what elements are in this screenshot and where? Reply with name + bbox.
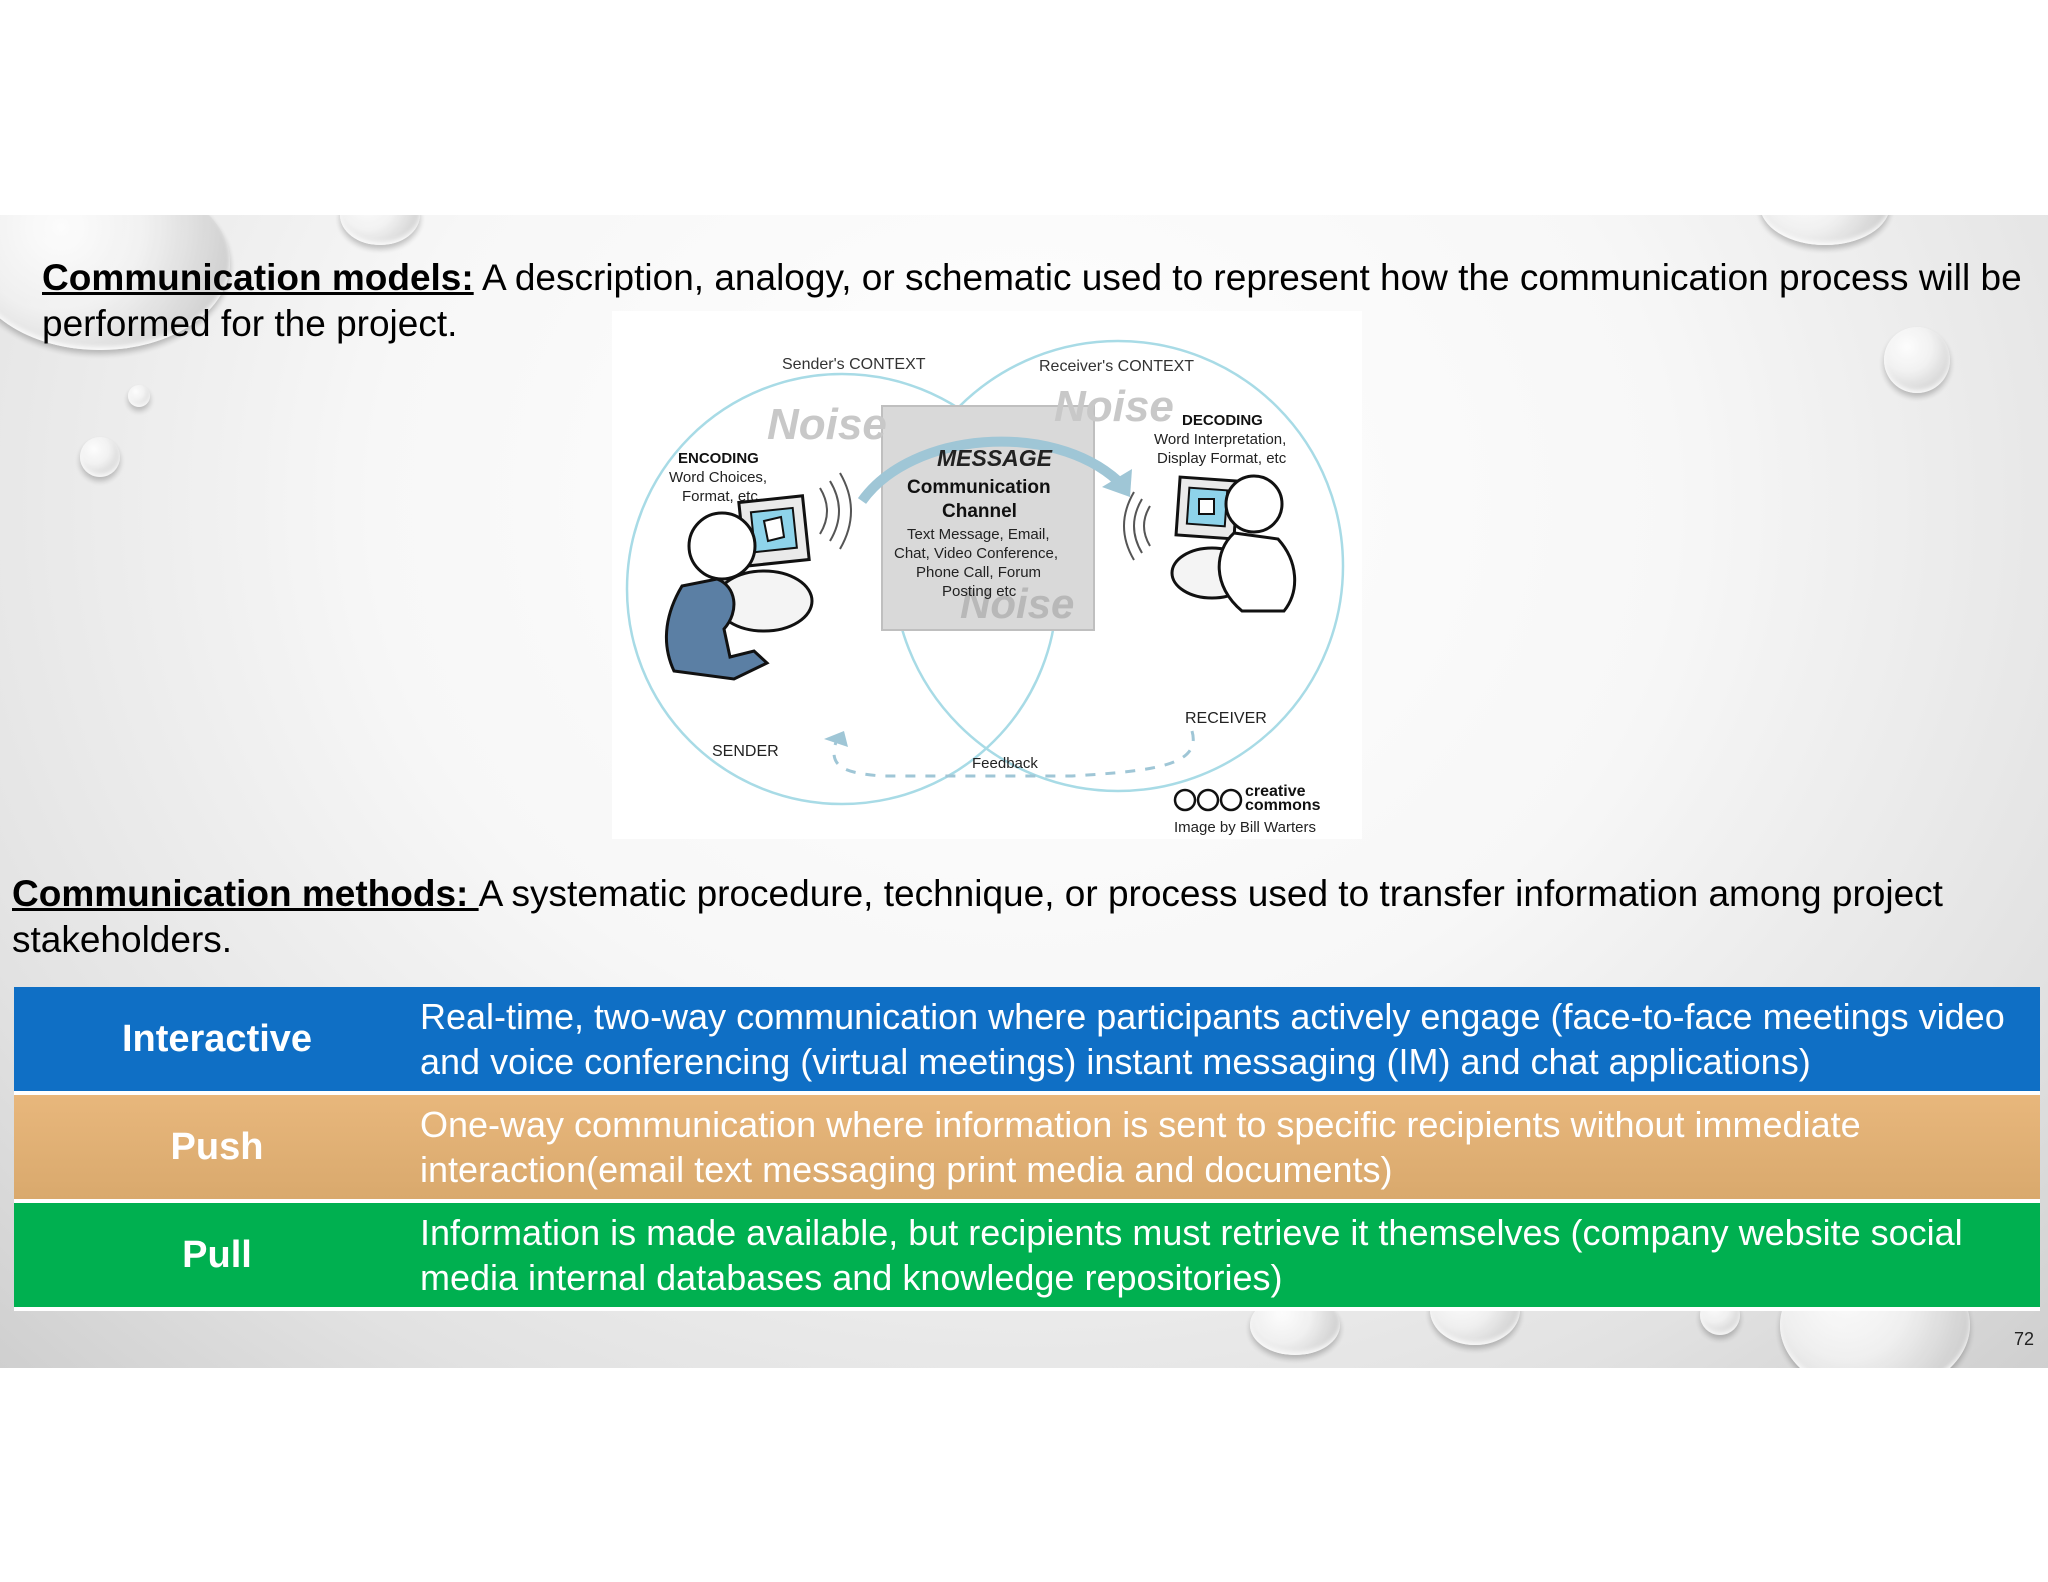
signal-wave: [829, 480, 840, 542]
water-droplet: [1760, 215, 1890, 245]
message-arrow: [857, 436, 1122, 504]
communication-models-paragraph: Communication models: A description, ana…: [42, 255, 2022, 347]
receiver-label: RECEIVER: [1185, 710, 1267, 727]
communication-models-term: Communication models:: [42, 257, 474, 298]
noise-label: Noise: [1054, 382, 1174, 431]
communication-model-diagram: Sender's CONTEXT Receiver's CONTEXT Nois…: [612, 311, 1362, 839]
feedback-label: Feedback: [972, 755, 1038, 772]
page-number: 72: [2013, 1329, 2034, 1349]
signal-wave: [1123, 491, 1135, 561]
slide: Communication models: A description, ana…: [0, 215, 2048, 1368]
water-droplet: [340, 215, 420, 245]
method-label: Pull: [182, 1233, 252, 1276]
method-row-pull: Pull Information is made available, but …: [14, 1203, 2040, 1311]
noise-label: Noise: [960, 580, 1074, 627]
method-label: Push: [170, 1125, 264, 1168]
sender-label: SENDER: [712, 743, 779, 760]
noise-label: Noise: [767, 400, 887, 449]
communication-methods-definition: A systematic procedure, technique, or pr…: [12, 873, 1943, 960]
communication-models-definition: A description, analogy, or schematic use…: [42, 257, 2022, 344]
creative-commons-logo: creative commons: [1173, 783, 1321, 814]
communication-methods-paragraph: Communication methods: A systematic proc…: [12, 871, 2022, 963]
signal-wave: [1133, 498, 1143, 554]
channel-title: Communication: [907, 477, 1051, 498]
cc-wordmark: creative: [1245, 783, 1306, 800]
methods-table: Interactive Real-time, two-way communica…: [14, 987, 2040, 1311]
method-description: Information is made available, but recip…: [420, 1212, 1963, 1298]
channel-detail: Chat, Video Conference,: [894, 545, 1058, 562]
method-description: One-way communication where information …: [420, 1104, 1861, 1190]
image-credit: Image by Bill Warters: [1174, 819, 1316, 836]
channel-detail: Text Message, Email,: [907, 526, 1050, 543]
communication-model-svg: Sender's CONTEXT Receiver's CONTEXT Nois…: [625, 339, 1345, 836]
method-description: Real-time, two-way communication where p…: [420, 996, 2005, 1082]
channel-detail: Posting etc: [942, 583, 1017, 600]
method-row-push: Push One-way communication where informa…: [14, 1095, 2040, 1203]
signal-wave: [839, 472, 852, 550]
method-row-interactive: Interactive Real-time, two-way communica…: [14, 987, 2040, 1095]
receiver-figure: [1170, 474, 1297, 613]
encoding-label: ENCODING: [678, 450, 759, 467]
signal-wave: [819, 487, 828, 535]
decoding-detail: Word Interpretation,: [1154, 431, 1286, 448]
encoding-detail: Word Choices,: [669, 469, 767, 486]
water-droplet: [1884, 327, 1950, 393]
method-label: Interactive: [121, 1017, 313, 1060]
senders-context-label: Sender's CONTEXT: [782, 356, 926, 373]
receivers-context-label: Receiver's CONTEXT: [1039, 358, 1194, 375]
communication-methods-term: Communication methods:: [12, 873, 479, 914]
water-droplet: [80, 437, 120, 477]
sender-figure: [664, 494, 814, 681]
channel-title: Channel: [942, 501, 1017, 522]
message-arrowhead: [1102, 469, 1132, 497]
signal-wave: [1143, 505, 1151, 547]
message-label: MESSAGE: [937, 445, 1053, 471]
water-droplet: [128, 385, 150, 407]
decoding-label: DECODING: [1182, 412, 1263, 429]
feedback-arrow: [832, 730, 1195, 778]
encoding-detail: Format, etc: [682, 488, 758, 505]
channel-detail: Phone Call, Forum: [916, 564, 1041, 581]
feedback-arrowhead: [824, 731, 848, 747]
cc-wordmark: commons: [1245, 797, 1321, 814]
decoding-detail: Display Format, etc: [1157, 450, 1287, 467]
